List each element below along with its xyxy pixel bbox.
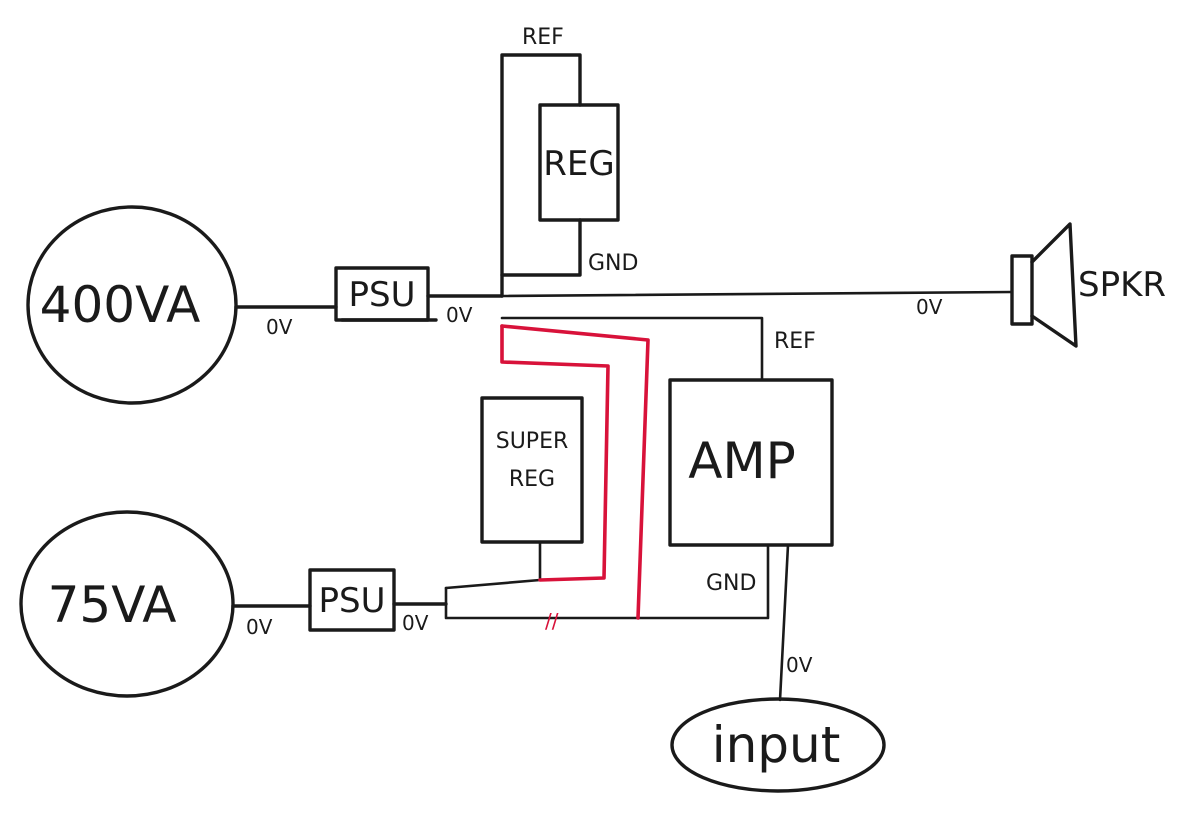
wire-bus-speaker <box>500 290 1014 298</box>
wire-bus-amp-ref <box>500 316 764 382</box>
wire-bottom-bus-amp-gnd <box>444 543 770 620</box>
super-reg-label-line2: REG <box>509 467 555 492</box>
super-reg-block: SUPER REG <box>480 396 584 544</box>
ov-psu-bottom-label: 0V <box>402 611 429 635</box>
transformer-75va-label: 75VA <box>48 576 177 634</box>
input-block: input <box>670 697 886 793</box>
ov-psu-top-label: 0V <box>446 303 473 327</box>
gnd-amp-label: GND <box>706 571 756 596</box>
amp-label: AMP <box>688 432 796 490</box>
wire-gnd-top <box>500 218 582 277</box>
psu-bottom-block: PSU <box>308 568 396 632</box>
ref-amp-label: REF <box>774 329 816 354</box>
ov-speaker-label: 0V <box>916 295 943 319</box>
psu-top-label: PSU <box>349 275 416 315</box>
highlight-path-amp-gnd <box>500 324 650 620</box>
ov-400va-label: 0V <box>266 315 293 339</box>
super-reg-label-line1: SUPER <box>496 429 569 454</box>
gnd-top-label: GND <box>588 251 638 276</box>
reg-label: REG <box>543 144 614 184</box>
amp-block: AMP <box>668 378 834 547</box>
transformer-400va-label: 400VA <box>40 276 201 334</box>
break-mark: // <box>545 609 559 633</box>
ov-75va-label: 0V <box>246 615 273 639</box>
highlight-path-super-reg <box>500 324 610 582</box>
speaker-label: SPKR <box>1078 265 1166 305</box>
psu-top-block: PSU <box>334 266 430 322</box>
psu-bottom-label: PSU <box>319 581 386 621</box>
transformer-75va: 75VA <box>19 510 235 698</box>
wire-ref-top <box>500 53 582 298</box>
wire-bottom-super-reg <box>444 540 542 590</box>
input-label: input <box>712 716 841 774</box>
ref-top-label: REF <box>522 25 564 50</box>
speaker-symbol: SPKR <box>1010 222 1166 348</box>
reg-block: REG <box>538 103 620 222</box>
ov-input-label: 0V <box>786 653 813 677</box>
transformer-400va: 400VA <box>26 205 238 405</box>
wire-amp-input <box>778 543 790 702</box>
